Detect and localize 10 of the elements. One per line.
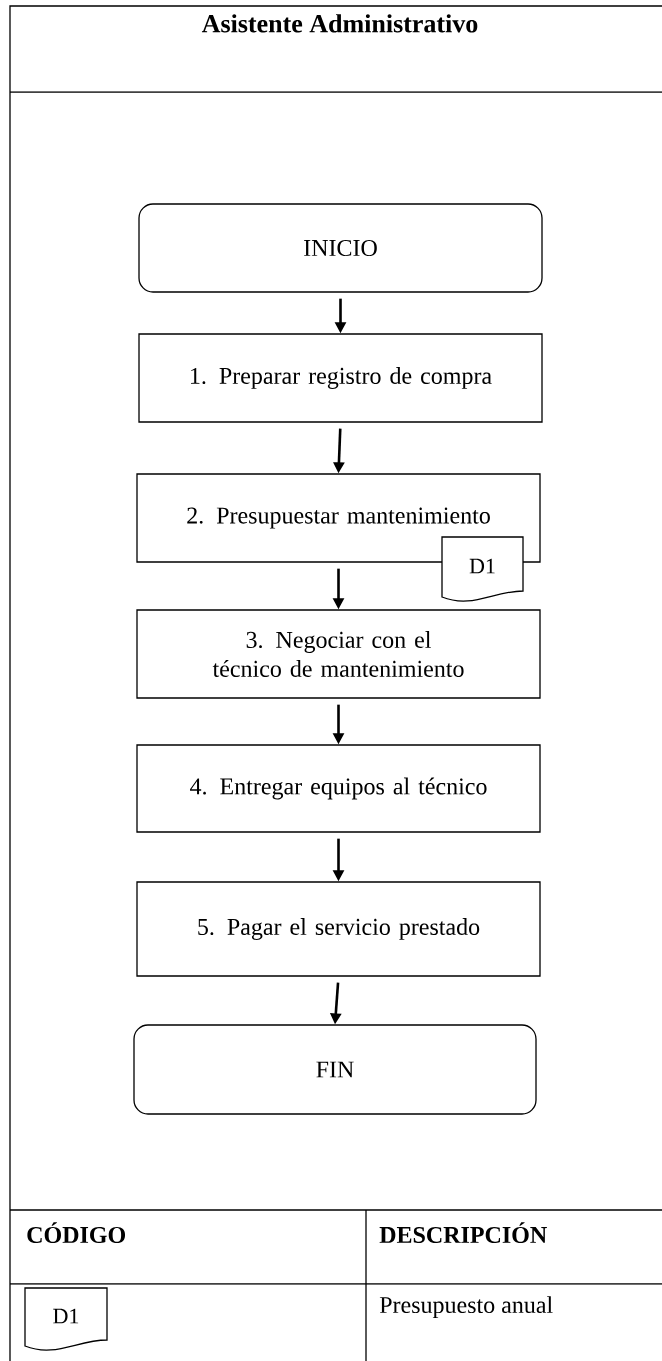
process-box: 4. Entregar equipos al técnico xyxy=(136,744,541,833)
title: Asistente Administrativo xyxy=(201,14,478,33)
column-header: DESCRIPCIÓN xyxy=(379,1222,547,1244)
column-header: CÓDIGO xyxy=(27,1222,125,1244)
process-box: 1. Preparar registro de compra xyxy=(138,333,543,423)
process-box: 3. Negociar con el técnico de mantenimiento xyxy=(136,609,541,699)
terminal-box: INICIO xyxy=(138,203,543,293)
process-box: 5. Pagar el servicio prestado xyxy=(136,881,541,977)
table-text: Presupuesto anual xyxy=(379,1296,553,1318)
terminal-box: FIN xyxy=(133,1024,537,1115)
